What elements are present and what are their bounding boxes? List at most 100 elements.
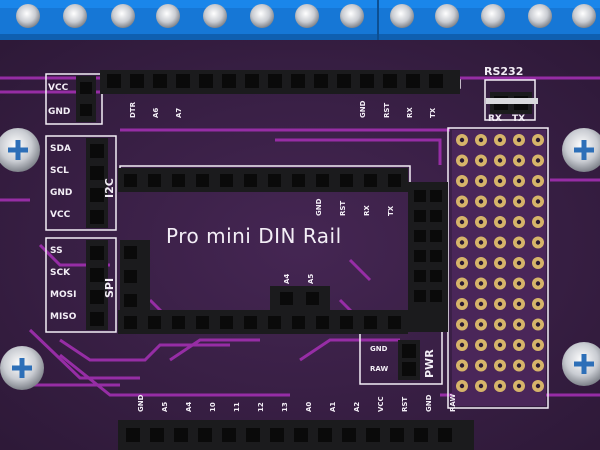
top-header xyxy=(100,70,460,94)
a5-label: A5 xyxy=(307,273,315,284)
perfboard-hole xyxy=(535,158,541,163)
perfboard-hole xyxy=(459,322,465,327)
perfboard-hole xyxy=(497,301,503,307)
board-title: Pro mini DIN Rail xyxy=(166,224,342,248)
perfboard-hole xyxy=(459,137,465,143)
pwr-raw-label: RAW xyxy=(370,365,389,373)
bot-12-label: 12 xyxy=(257,402,265,412)
mid-rx-label: RX xyxy=(363,205,371,216)
perfboard-hole xyxy=(478,281,484,286)
perfboard-hole xyxy=(497,363,503,368)
mounting-screws xyxy=(0,128,600,390)
spi-label: SPI xyxy=(103,277,116,298)
perfboard-hole xyxy=(535,281,541,286)
perfboard-hole xyxy=(535,342,541,348)
perfboard-hole xyxy=(535,322,541,327)
perfboard-hole xyxy=(516,322,522,327)
mid-tx-label: TX xyxy=(387,205,395,216)
bot-11-label: 11 xyxy=(233,402,241,412)
perfboard-hole xyxy=(478,219,484,225)
mid-rst-label: RST xyxy=(339,200,347,216)
pwr-label: PWR xyxy=(423,349,436,378)
i2c-vcc-label: VCC xyxy=(50,210,71,220)
side-header-pins xyxy=(80,82,104,326)
bottom-header xyxy=(118,420,474,450)
rs232-jumper xyxy=(486,92,538,114)
perfboard-hole xyxy=(497,240,503,245)
perfboard-hole xyxy=(497,219,503,225)
perfboard-hole xyxy=(478,301,484,307)
top-dtr-label: DTR xyxy=(129,102,137,118)
perfboard-hole xyxy=(478,363,484,368)
rs232-label: RS232 xyxy=(484,65,524,78)
perfboard-pads xyxy=(456,134,544,392)
pwr-gnd-label: GND xyxy=(370,345,388,353)
pwr-jumper xyxy=(398,340,420,380)
i2c-label: I2C xyxy=(103,178,116,198)
bot-13-label: 13 xyxy=(281,402,289,412)
top-rst-label: RST xyxy=(383,102,391,118)
perfboard-hole xyxy=(497,137,503,143)
i2c-gnd-label: GND xyxy=(50,188,73,198)
top-a6-label: A6 xyxy=(152,107,160,118)
perfboard-hole xyxy=(516,342,522,348)
perfboard-hole xyxy=(478,158,484,163)
perfboard-hole xyxy=(497,342,503,348)
perfboard-hole xyxy=(535,199,541,204)
bot-a1-label: A1 xyxy=(329,401,337,412)
perfboard-hole xyxy=(478,260,484,266)
bot-rst-label: RST xyxy=(401,396,409,412)
perfboard-hole xyxy=(497,322,503,327)
perfboard-hole xyxy=(478,322,484,327)
perfboard-hole xyxy=(516,240,522,245)
socket-pins xyxy=(124,174,442,329)
perfboard-hole xyxy=(497,178,503,184)
scl-label: SCL xyxy=(50,166,69,176)
perfboard-hole xyxy=(535,240,541,245)
perfboard-hole xyxy=(459,219,465,225)
top-gnd-label: GND xyxy=(359,100,367,118)
perfboard-hole xyxy=(459,281,465,286)
perfboard-hole xyxy=(516,137,522,143)
ss-label: SS xyxy=(50,246,63,256)
perfboard-hole xyxy=(516,199,522,204)
perfboard-hole xyxy=(497,199,503,204)
perfboard-hole xyxy=(497,383,503,389)
bot-10-label: 10 xyxy=(209,402,217,412)
perfboard-hole xyxy=(516,260,522,266)
perfboard-hole xyxy=(535,219,541,225)
perfboard-hole xyxy=(535,301,541,307)
perfboard-hole xyxy=(535,383,541,389)
perfboard-hole xyxy=(516,178,522,184)
pro-mini-socket xyxy=(118,168,448,334)
gnd-label: GND xyxy=(48,107,71,117)
tx-label: TX xyxy=(512,114,526,124)
perfboard-hole xyxy=(535,363,541,368)
terminal-screws xyxy=(16,4,596,28)
perfboard-hole xyxy=(516,219,522,225)
perfboard-hole xyxy=(478,240,484,245)
perfboard-hole xyxy=(459,342,465,348)
perfboard-hole xyxy=(497,260,503,266)
bot-gnd-label: GND xyxy=(137,394,145,412)
perfboard-hole xyxy=(497,281,503,286)
perfboard-hole xyxy=(516,383,522,389)
perfboard-hole xyxy=(459,383,465,389)
perfboard-hole xyxy=(535,260,541,266)
perfboard-hole xyxy=(478,199,484,204)
perfboard-hole xyxy=(516,281,522,286)
perfboard-hole xyxy=(478,137,484,143)
perfboard-hole xyxy=(535,137,541,143)
top-tx-label: TX xyxy=(429,107,437,118)
bot-gnd2-label: GND xyxy=(425,394,433,412)
top-a7-label: A7 xyxy=(175,107,183,118)
perfboard-hole xyxy=(459,240,465,245)
perfboard-hole xyxy=(535,178,541,184)
bot-a2-label: A2 xyxy=(353,401,361,412)
bot-a5-label: A5 xyxy=(161,401,169,412)
mosi-label: MOSI xyxy=(50,290,77,300)
miso-label: MISO xyxy=(50,312,77,322)
rx-label: RX xyxy=(488,114,502,124)
perfboard-hole xyxy=(497,158,503,163)
